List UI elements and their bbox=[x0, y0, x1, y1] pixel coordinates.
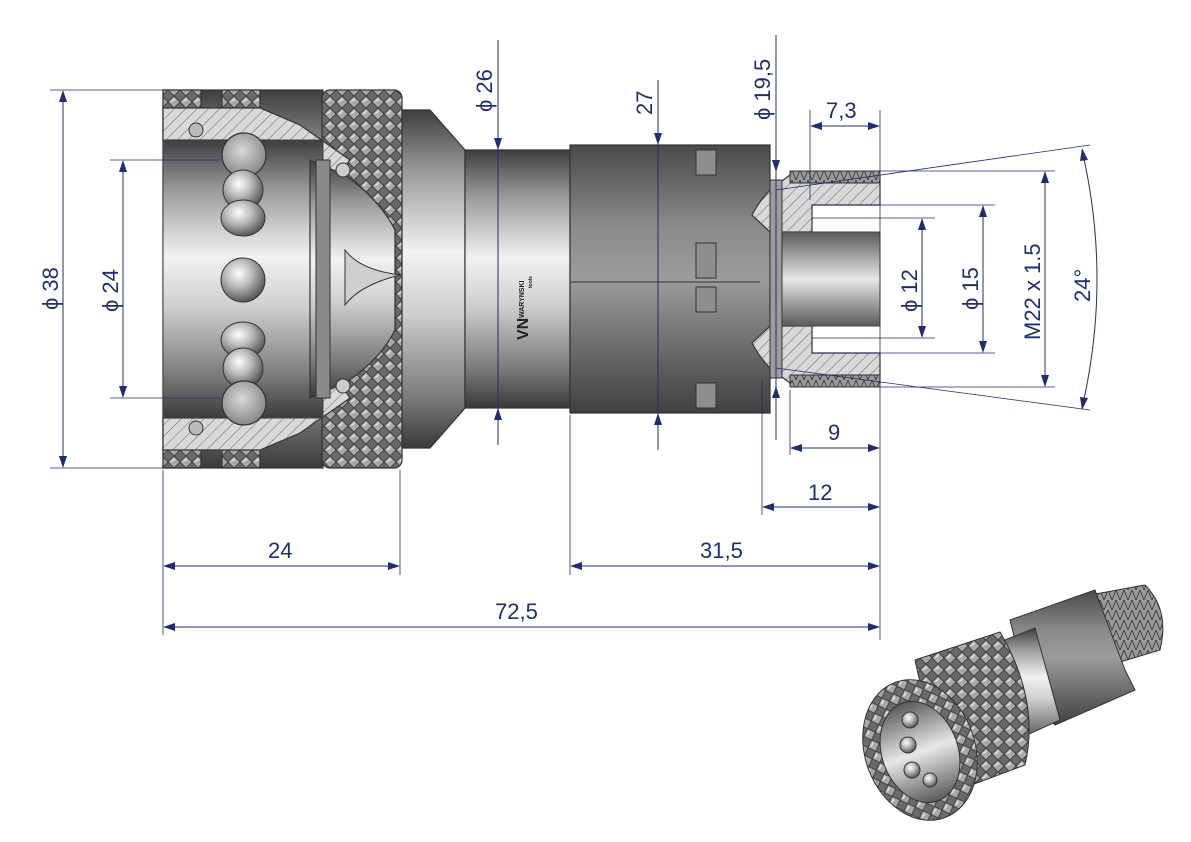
brand-logo: VN WARYNSKI tools bbox=[515, 276, 534, 340]
hex-body bbox=[569, 144, 771, 414]
valve-stem bbox=[344, 248, 401, 307]
dim-72-5: 72,5 bbox=[495, 599, 538, 624]
iso-ball-1 bbox=[901, 711, 919, 729]
dim-31-5: 31,5 bbox=[700, 538, 743, 563]
ball-mid1 bbox=[220, 199, 266, 237]
dim-d19-5: ϕ 19,5 bbox=[750, 59, 775, 120]
dim-12: 12 bbox=[808, 480, 832, 505]
oring-top bbox=[188, 122, 204, 138]
dim-d12: ϕ 12 bbox=[897, 269, 922, 312]
dim-thread: M22 x 1.5 bbox=[1020, 243, 1045, 340]
seal-top bbox=[335, 162, 351, 178]
logo-mark: VN bbox=[515, 318, 532, 340]
dim-7-3: 7,3 bbox=[826, 98, 857, 123]
dim-d24: ϕ 24 bbox=[98, 269, 123, 312]
logo-brand: WARYNSKI bbox=[519, 280, 526, 318]
seal-bottom bbox=[335, 378, 351, 394]
body-taper bbox=[401, 109, 466, 449]
ball-mid2 bbox=[220, 257, 266, 303]
thread-crest-bottom bbox=[789, 374, 881, 388]
dim-d38: ϕ 38 bbox=[38, 267, 63, 310]
oring-bottom bbox=[188, 420, 204, 436]
body-neck bbox=[464, 149, 571, 409]
iso-ball-3 bbox=[903, 761, 921, 779]
iso-ball-2 bbox=[899, 736, 917, 754]
isometric-view bbox=[862, 584, 1164, 821]
thread-bore bbox=[769, 231, 881, 327]
iso-ball-4 bbox=[922, 772, 938, 788]
dim-24: 24 bbox=[268, 538, 292, 563]
dim-9: 9 bbox=[828, 420, 840, 445]
valve-spring bbox=[315, 159, 331, 399]
dim-d26: ϕ 26 bbox=[472, 69, 497, 112]
logo-sub: tools bbox=[528, 276, 534, 288]
dim-27: 27 bbox=[632, 91, 657, 115]
coupling-section-view: VN WARYNSKI tools bbox=[162, 89, 881, 469]
iso-bore bbox=[879, 700, 961, 804]
dim-d15: ϕ 15 bbox=[958, 267, 983, 310]
dim-angle: 24° bbox=[1070, 269, 1095, 302]
ball-section-bottom bbox=[221, 380, 267, 426]
dimension-layer: ϕ 38 ϕ 24 ϕ 26 27 ϕ 19,5 7,3 bbox=[38, 35, 1098, 640]
